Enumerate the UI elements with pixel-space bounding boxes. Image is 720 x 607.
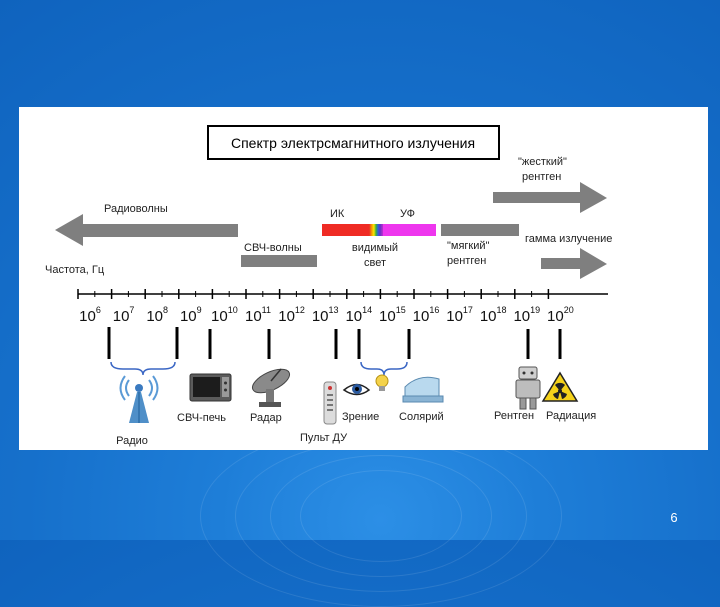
title-box (207, 125, 500, 160)
frequency-axis-label: Частота, Гц (45, 264, 105, 276)
background-ripple (300, 470, 462, 562)
vision-range-brace (360, 361, 408, 376)
microwaves-bar (241, 255, 317, 267)
remote-label: Пульт ДУ (300, 432, 348, 444)
background-ripple (235, 440, 527, 592)
vision-label: Зрение (342, 411, 379, 423)
microwaves-label: СВЧ-волны (244, 242, 302, 254)
gamma-arrow (541, 248, 607, 279)
radar-dish-icon (251, 368, 291, 407)
frequency-tick-labels: 106 107 108 109 1010 1011 1012 1013 1014 1015 1016… (79, 305, 574, 325)
frequency-tick-label: 1020 (547, 305, 574, 325)
frequency-tick-label: 1011 (245, 305, 271, 325)
uv-band (383, 224, 436, 236)
radio-waves-label: Радиоволны (104, 203, 168, 215)
radio-tower-icon (119, 375, 159, 423)
hard-xray-label-line1: "жесткий" (518, 156, 567, 168)
xray-label: Рентген (494, 410, 534, 422)
frequency-tick-label: 1014 (345, 305, 372, 325)
eye-icon (342, 383, 371, 396)
frequency-tick-label: 107 (113, 305, 135, 325)
ir-band (322, 224, 369, 236)
radio-label: Радио (116, 435, 148, 447)
gamma-label: гамма излучение (525, 233, 612, 245)
microwave-oven-icon (189, 373, 232, 402)
hard-xray-label-line2: рентген (522, 171, 561, 183)
visible-label-line2: свет (364, 257, 386, 269)
frequency-tick-label: 1013 (312, 305, 339, 325)
frequency-tick-label: 1019 (513, 305, 540, 325)
solarium-icon (402, 376, 444, 403)
soft-xray-bar (441, 224, 519, 236)
solarium-label: Солярий (399, 411, 444, 423)
frequency-tick-label: 1010 (211, 305, 238, 325)
frequency-tick-label: 106 (79, 305, 101, 325)
frequency-ticks (77, 289, 550, 299)
frequency-tick-label: 109 (180, 305, 202, 325)
radio-range-brace (110, 361, 176, 376)
visible-band (369, 224, 383, 236)
frequency-tick-label: 1016 (413, 305, 440, 325)
radiation-label: Радиация (546, 410, 596, 422)
radar-label: Радар (250, 412, 282, 424)
frequency-tick-label: 1017 (446, 305, 473, 325)
light-bulb-icon (375, 374, 389, 391)
uv-label: УФ (400, 208, 415, 220)
background-ripple (200, 425, 562, 607)
remote-control-icon (323, 381, 337, 425)
spectrum-diagram: Спектр электрсмагнитного излучения Радио… (45, 125, 612, 447)
page-number: 6 (670, 510, 678, 525)
microwave-oven-label: СВЧ-печь (177, 412, 226, 424)
spectrum-diagram-panel: Спектр электрсмагнитного излучения Радио… (19, 107, 708, 450)
radio-waves-arrow (55, 214, 238, 246)
radiation-icon (541, 371, 579, 402)
frequency-tick-label: 1018 (480, 305, 507, 325)
ir-label: ИК (330, 208, 345, 220)
hard-xray-arrow (493, 182, 607, 213)
soft-xray-label-line2: рентген (447, 255, 486, 267)
diagram-title: Спектр электрсмагнитного излучения (231, 135, 475, 151)
frequency-tick-label: 108 (146, 305, 168, 325)
frequency-tick-label: 1012 (278, 305, 305, 325)
soft-xray-label-line1: "мягкий" (447, 240, 490, 252)
application-pointers (107, 327, 562, 359)
xray-robot-icon (515, 366, 541, 410)
frequency-tick-label: 1015 (379, 305, 406, 325)
visible-label-line1: видимый (352, 242, 398, 254)
background-ripple (270, 455, 492, 577)
